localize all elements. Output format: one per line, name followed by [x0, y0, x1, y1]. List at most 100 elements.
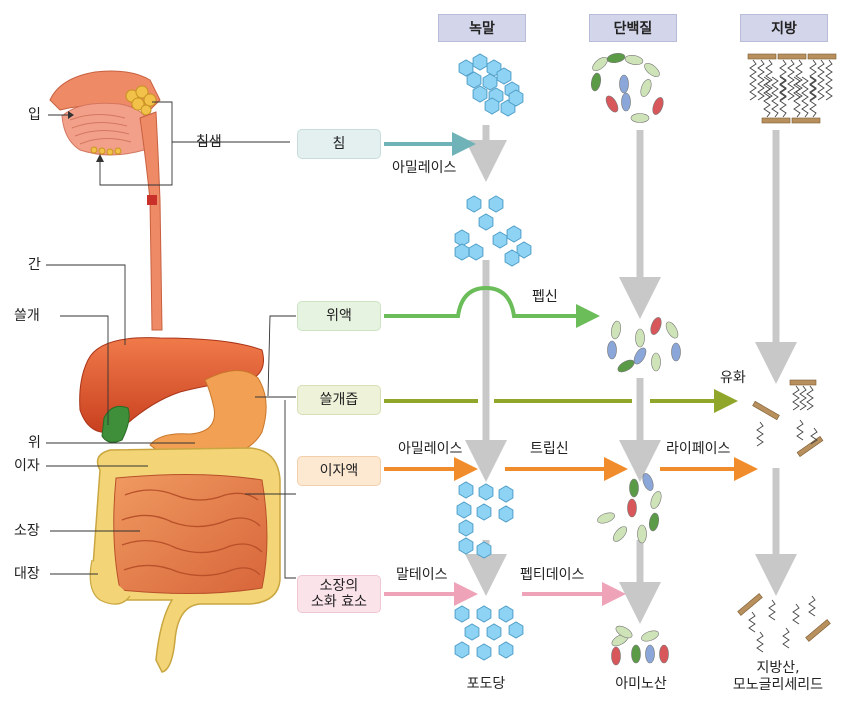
peptide-bead [607, 340, 617, 360]
maltose-hexagon [456, 501, 472, 519]
fatty-acid-chain [796, 419, 804, 441]
juice-box-intestinal-enzymes: 소장의 소화 효소 [297, 575, 381, 613]
fatty-acid-chain [806, 385, 814, 411]
fatty-acid-chain [817, 59, 825, 101]
short-peptide-bead [629, 478, 639, 498]
column-header-fat: 지방 [740, 14, 828, 42]
dextrin-hexagon [488, 195, 504, 213]
polypeptide-bead [621, 92, 631, 112]
fatty-line-2: 모노글리세리드 [732, 677, 824, 693]
peptide-bead [651, 352, 661, 372]
peptide-bead [617, 359, 635, 373]
maltose-hexagon [498, 485, 514, 503]
juice-box-bile: 쓸개즙 [297, 385, 381, 415]
fatty-acid-chain [779, 59, 787, 101]
dextrin-hexagon [468, 243, 484, 261]
starch-chain-hexagon [472, 53, 488, 71]
enzyme-label-pepsin: 펩신 [532, 289, 558, 305]
maltose-hexagon [498, 505, 514, 523]
intestinal-line-2: 소화 효소 [311, 594, 367, 610]
dextrin-hexagon [506, 225, 522, 243]
peptide-bead [611, 320, 621, 340]
polypeptide-bead [640, 79, 652, 97]
peptide-bead [665, 321, 679, 339]
enzyme-label-trypsin: 트립신 [530, 441, 569, 457]
leader-lines [46, 101, 290, 575]
monoglyceride-bar [737, 593, 763, 616]
free-fatty-acid [768, 599, 776, 621]
flow-arrows [465, 125, 797, 624]
juice-box-pancreatic: 이자액 [297, 456, 381, 486]
polypeptide-bead [619, 74, 629, 94]
dextrin-hexagon [478, 213, 494, 231]
fatty-acid-chain [792, 385, 800, 411]
polypeptide-bead [644, 62, 660, 78]
amino-acid-bead [631, 644, 641, 664]
glycerol-bar [752, 400, 780, 421]
dextrin-hexagon [492, 231, 508, 249]
short-peptide-bead [597, 512, 615, 524]
starch-chain-hexagon [472, 85, 488, 103]
product-label-fatty-acid: 지방산, 모노글리세리드 [716, 660, 840, 694]
fatty-acid-chain [801, 76, 809, 118]
short-peptide-bead [627, 498, 637, 518]
column-header-protein: 단백질 [589, 14, 677, 42]
fatty-line-1: 지방산, [756, 660, 800, 676]
polypeptide-bead [606, 53, 626, 63]
organ-label-mouth: 입 [28, 107, 41, 123]
glucose-hexagon [454, 641, 470, 659]
juice-connectors [245, 315, 296, 579]
dextrin-hexagon [466, 195, 482, 213]
protein-molecules [591, 53, 681, 666]
glucose-hexagon [486, 623, 502, 641]
intestinal-line-1: 소장의 [319, 578, 359, 594]
free-fatty-acid [792, 603, 800, 625]
short-peptide-bead [612, 526, 628, 542]
free-fatty-acid [782, 627, 790, 649]
fatty-acid-chain [793, 76, 801, 118]
glucose-hexagon [476, 605, 492, 623]
dextrin-hexagon [454, 243, 470, 261]
maltose-hexagon [458, 481, 474, 499]
enzyme-label-maltase: 말테이스 [396, 567, 448, 583]
short-peptide-bead [649, 512, 659, 532]
fatty-acid-chain [799, 385, 807, 411]
glycerol-bar [789, 379, 817, 386]
glycerol-bar [791, 117, 821, 124]
free-fatty-acid [756, 631, 764, 653]
organ-label-liver: 간 [28, 257, 41, 273]
fatty-acid-chain [809, 76, 817, 118]
short-peptide-bead [637, 524, 647, 544]
glucose-hexagon [476, 643, 492, 661]
organ-label-small-intestine: 소장 [14, 523, 40, 539]
glucose-hexagon [498, 641, 514, 659]
amino-acid-bead [659, 644, 669, 664]
polypeptide-bead [592, 56, 608, 72]
fatty-acid-chain [763, 76, 771, 118]
column-header-starch: 녹말 [438, 14, 526, 42]
glycerol-bar [777, 53, 807, 60]
dextrin-hexagon [516, 241, 532, 259]
fatty-acid-chain [810, 427, 818, 445]
fatty-acid-chain [765, 59, 773, 101]
amino-acid-bead [611, 646, 621, 666]
anatomy [49, 70, 281, 673]
starch-chain-hexagon [508, 89, 524, 107]
dextrin-hexagon [504, 249, 520, 267]
enzyme-label-amylase-saliva: 아밀레이스 [392, 160, 457, 176]
starch-chain-hexagon [484, 97, 500, 115]
polypeptide-bead [591, 72, 601, 92]
glucose-hexagon [498, 605, 514, 623]
enzyme-label-emulsification: 유화 [720, 370, 746, 386]
fatty-acid-chain [771, 76, 779, 118]
glucose-hexagon [454, 605, 470, 623]
starch-chain-hexagon [496, 67, 512, 85]
product-label-amino-acid: 아미노산 [615, 676, 667, 692]
amino-acid-bead [615, 625, 633, 639]
amino-acid-bead [645, 644, 655, 664]
fatty-acid-chain [749, 59, 757, 101]
maltose-hexagon [458, 519, 474, 537]
glucose-hexagon [508, 621, 524, 639]
enzyme-label-amylase-pancreatic: 아밀레이스 [398, 441, 463, 457]
fatty-acid-chain [825, 59, 833, 101]
